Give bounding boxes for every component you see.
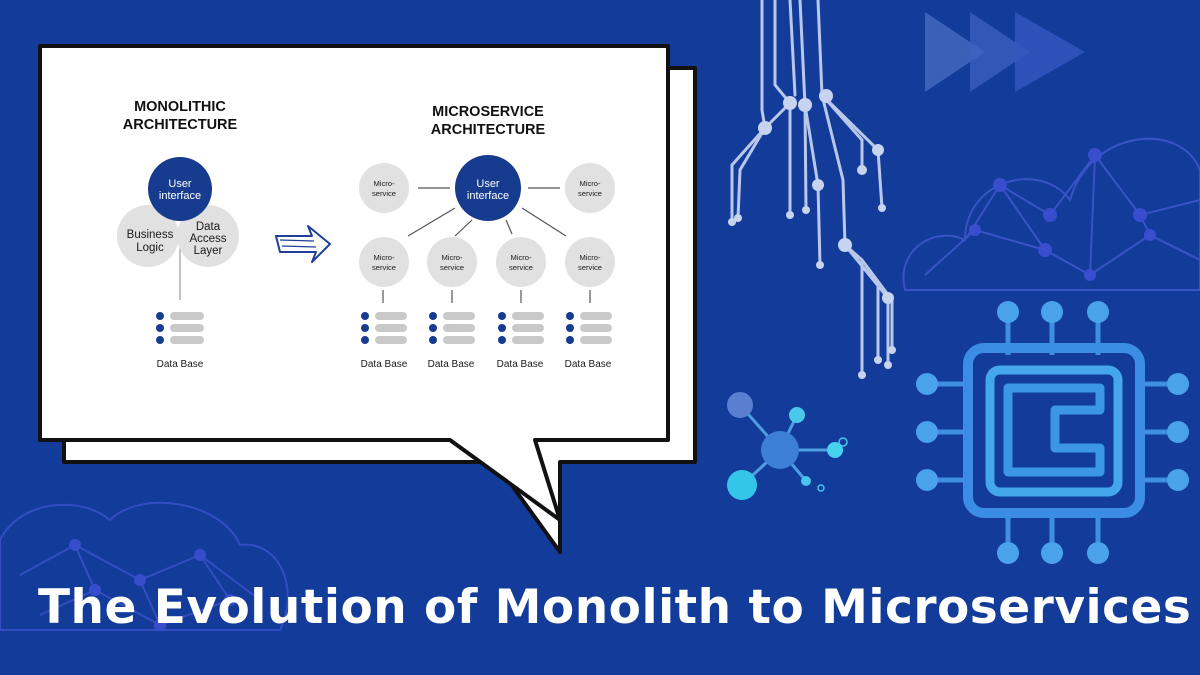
microchip-icon bbox=[916, 301, 1189, 564]
svg-text:service: service bbox=[578, 189, 602, 198]
monolith-db-label: Data Base bbox=[157, 359, 204, 370]
svg-text:Micro-: Micro- bbox=[579, 179, 601, 188]
microservice-node: Micro- service bbox=[359, 163, 409, 213]
database-stack-icon bbox=[498, 312, 544, 344]
microservice-node: Micro- service bbox=[359, 237, 409, 287]
svg-text:Micro-: Micro- bbox=[579, 253, 601, 262]
user-interface-circle bbox=[455, 155, 521, 221]
circuit-lines-icon bbox=[730, 0, 894, 377]
monolith-heading-line2: ARCHITECTURE bbox=[123, 117, 238, 133]
database-stack-icon bbox=[566, 312, 612, 344]
microservice-heading-line1: MICROSERVICE bbox=[432, 104, 544, 120]
molecule-icon bbox=[727, 392, 848, 500]
svg-text:Micro-: Micro- bbox=[510, 253, 532, 262]
business-logic-line2: Logic bbox=[136, 242, 164, 254]
svg-text:Micro-: Micro- bbox=[373, 179, 395, 188]
svg-text:Micro-: Micro- bbox=[373, 253, 395, 262]
database-stack-icon bbox=[156, 312, 204, 344]
business-logic-circle bbox=[117, 205, 179, 267]
svg-text:service: service bbox=[578, 263, 602, 272]
microservice-db-label: Data Base bbox=[497, 359, 544, 370]
svg-text:service: service bbox=[372, 189, 396, 198]
microservice-db-label: Data Base bbox=[565, 359, 612, 370]
data-access-line3: Layer bbox=[194, 245, 223, 257]
data-access-line1: Data bbox=[196, 221, 221, 233]
business-logic-line1: Business bbox=[127, 229, 174, 241]
micro-ui-line2: interface bbox=[467, 190, 509, 202]
microservice-db-label: Data Base bbox=[428, 359, 475, 370]
micro-ui-line1: User bbox=[476, 178, 500, 190]
microservice-node: Micro- service bbox=[565, 237, 615, 287]
data-access-layer-circle bbox=[177, 205, 239, 267]
microservice-node: Micro- service bbox=[427, 237, 477, 287]
network-cloud-icon bbox=[902, 137, 1200, 291]
svg-text:service: service bbox=[372, 263, 396, 272]
fast-forward-icon bbox=[925, 12, 1085, 92]
monolith-heading-line1: MONOLITHIC bbox=[134, 99, 226, 115]
page-title: The Evolution of Monolith to Microservic… bbox=[38, 580, 1192, 635]
monolith-ui-line1: User bbox=[168, 178, 192, 190]
svg-text:service: service bbox=[440, 263, 464, 272]
hand-drawn-arrow-icon bbox=[275, 225, 331, 263]
monolith-ui-line2: interface bbox=[159, 190, 201, 202]
svg-text:Micro-: Micro- bbox=[441, 253, 463, 262]
microservice-node: Micro- service bbox=[565, 163, 615, 213]
microservice-node: Micro- service bbox=[496, 237, 546, 287]
database-stack-icon bbox=[429, 312, 475, 344]
microservice-db-label: Data Base bbox=[361, 359, 408, 370]
microservice-heading-line2: ARCHITECTURE bbox=[431, 122, 546, 138]
user-interface-circle bbox=[148, 157, 212, 221]
database-stack-icon bbox=[361, 312, 407, 344]
svg-text:service: service bbox=[509, 263, 533, 272]
data-access-line2: Access bbox=[189, 233, 226, 245]
